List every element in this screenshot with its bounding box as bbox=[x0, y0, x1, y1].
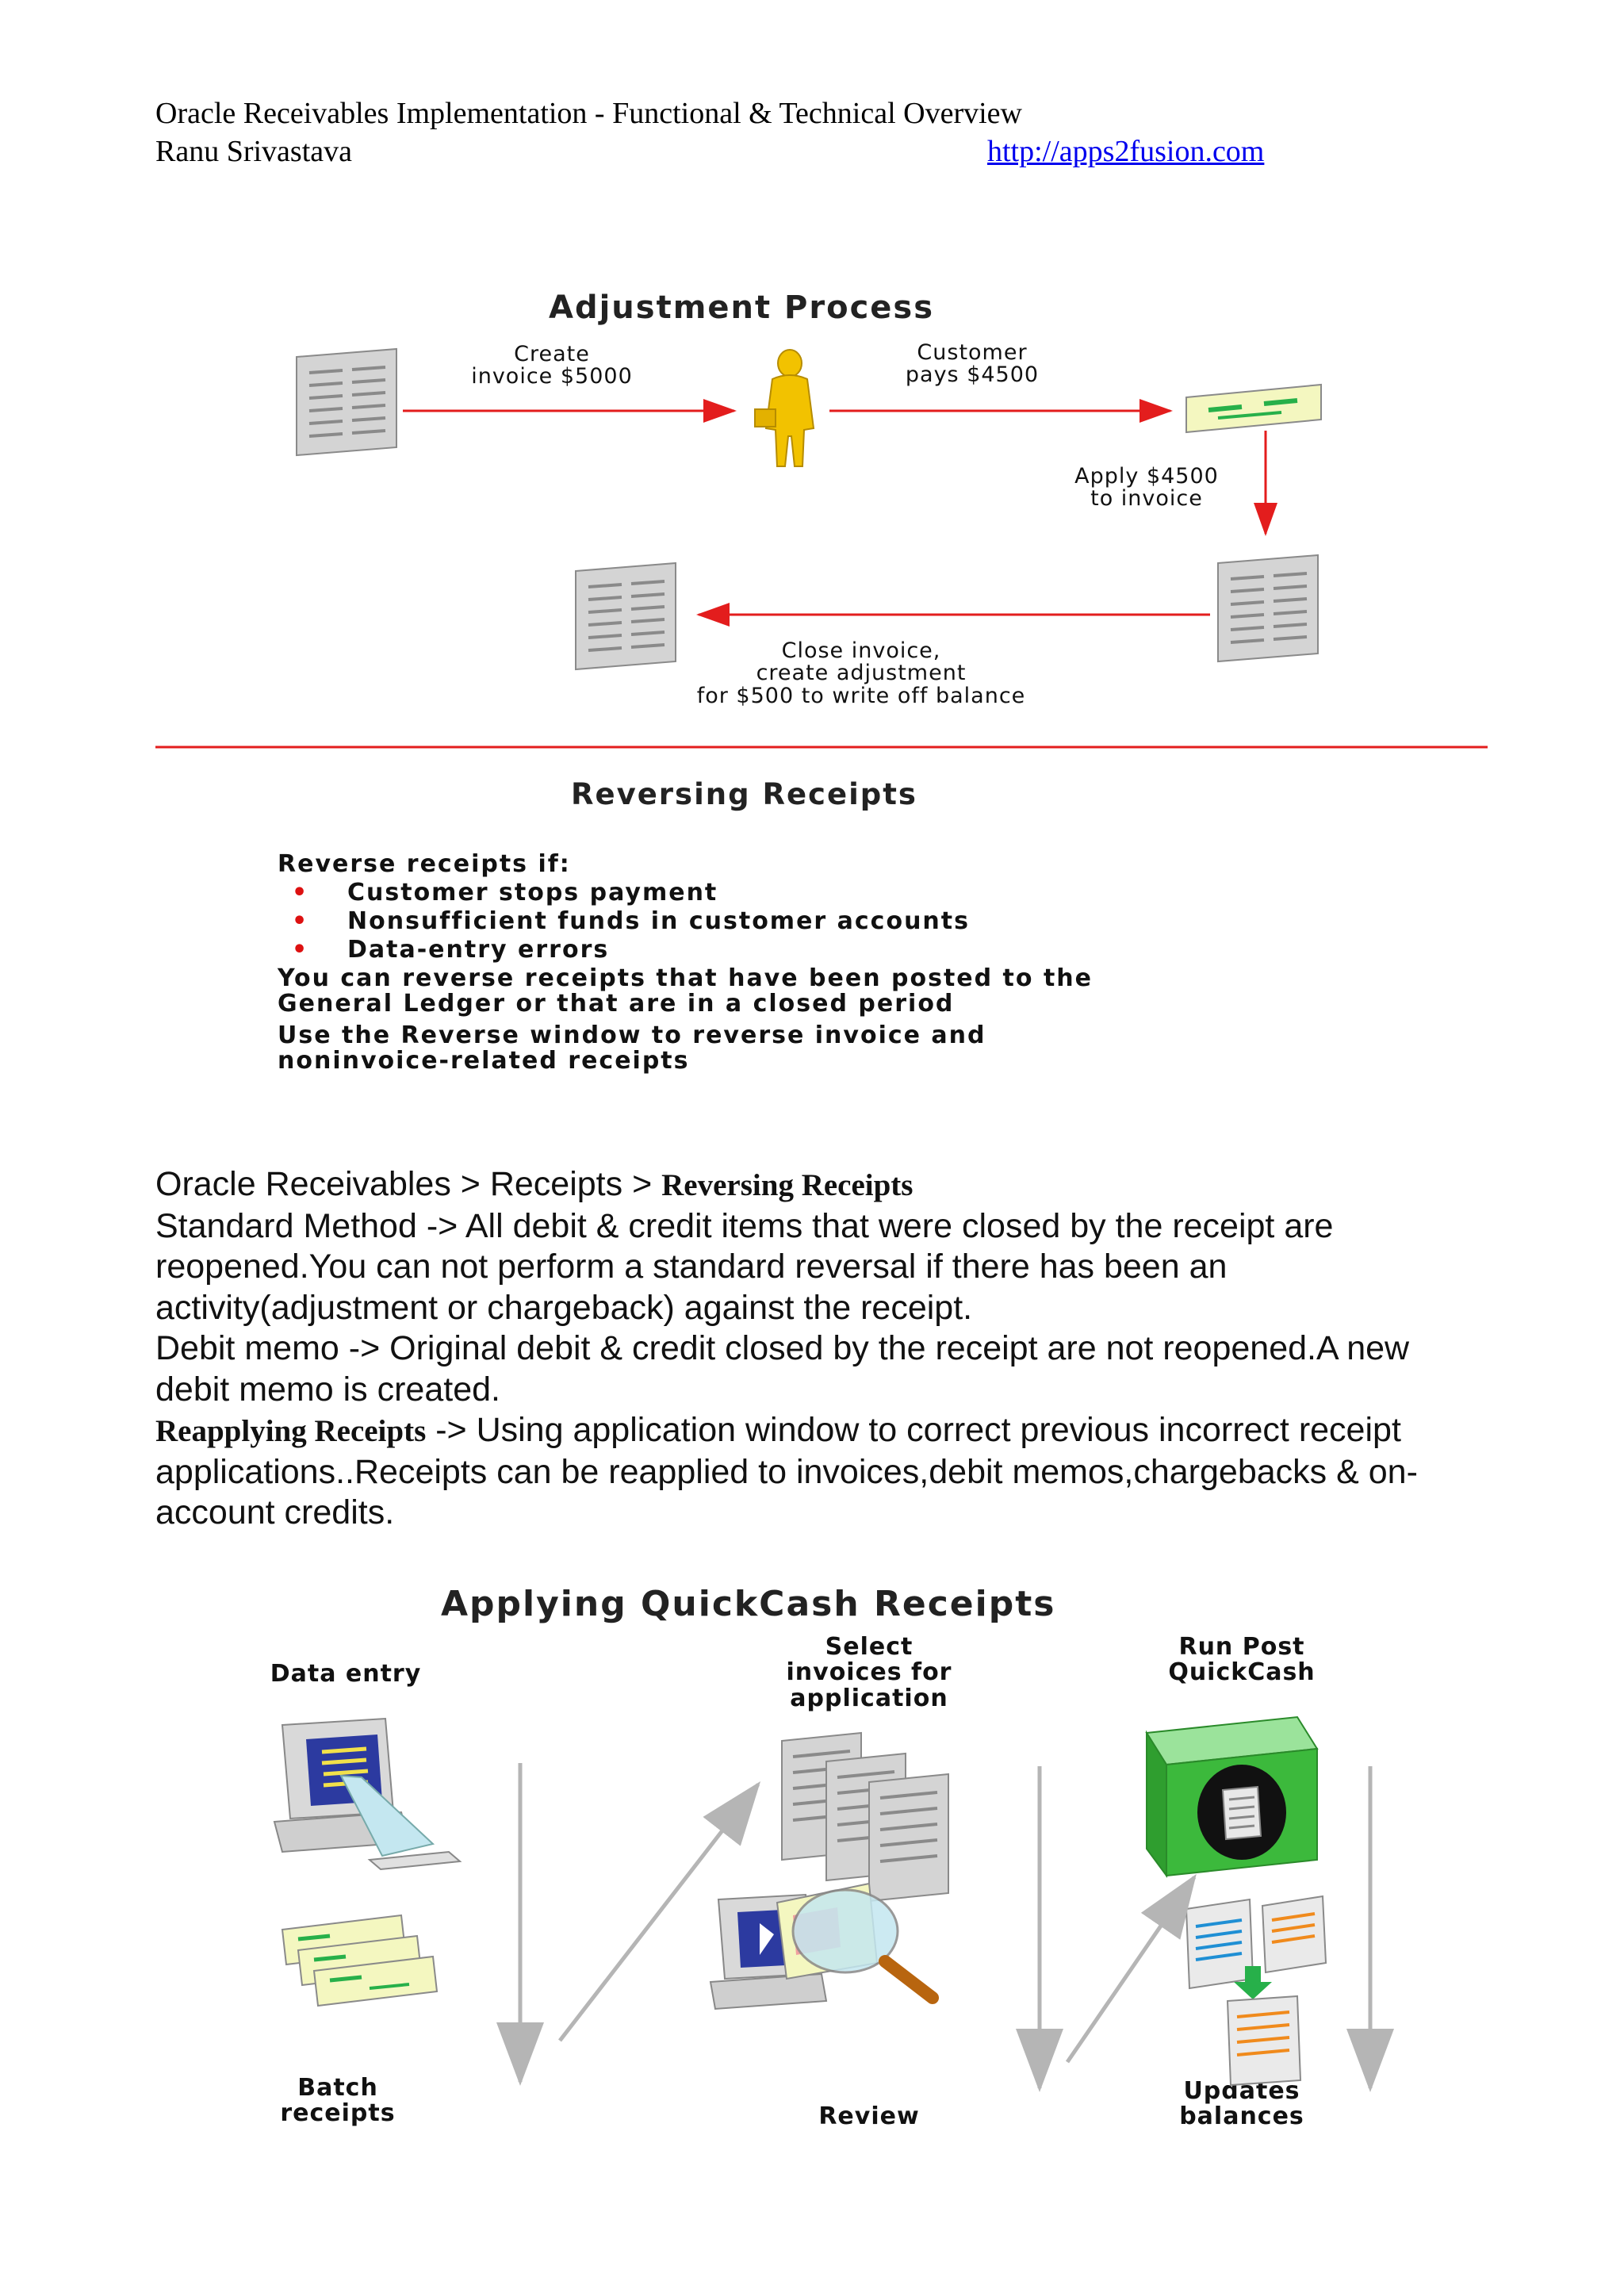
batch-receipts-label: Batch receipts bbox=[280, 2074, 396, 2128]
document-title: Oracle Receivables Implementation - Func… bbox=[155, 97, 1022, 130]
closed-invoice-document-icon bbox=[575, 562, 676, 671]
body-text: Oracle Receivables > Receipts > Reversin… bbox=[155, 1164, 1488, 1534]
flow-arrow-up-1 bbox=[558, 1781, 761, 2042]
review-label: Review bbox=[818, 2102, 920, 2130]
bullet-icon: • bbox=[292, 879, 309, 907]
reverse-bullet-1: •Customer stops payment bbox=[292, 879, 718, 907]
reverse-bullet-3: •Data-entry errors bbox=[292, 936, 610, 964]
debit-memo-paragraph: Debit memo -> Original debit & credit cl… bbox=[155, 1329, 1410, 1409]
quickcash-figure-title: Applying QuickCash Receipts bbox=[441, 1584, 1056, 1624]
close-invoice-label: Close invoice, create adjustment for $50… bbox=[696, 638, 1026, 708]
apply-payment-label: Apply $4500 to invoice bbox=[1074, 464, 1219, 512]
invoices-stack-icon bbox=[781, 1731, 949, 1903]
run-post-quickcash-label: Run Post QuickCash bbox=[1168, 1633, 1316, 1687]
website-link[interactable]: http://apps2fusion.com bbox=[987, 135, 1265, 168]
bullet-icon: • bbox=[292, 936, 309, 964]
applied-invoice-document-icon bbox=[1217, 554, 1319, 663]
invoice-document-icon bbox=[296, 347, 397, 457]
reapplying-paragraph: Reapplying Receipts -> Using application… bbox=[155, 1411, 1418, 1531]
reverse-bullet-2: •Nonsufficient funds in customer account… bbox=[292, 907, 970, 935]
data-entry-label: Data entry bbox=[270, 1660, 422, 1688]
adjustment-process-figure: Adjustment Process Create invoice $5000 … bbox=[155, 242, 1488, 749]
quickcash-figure: Applying QuickCash Receipts Data entry S… bbox=[155, 1558, 1488, 2153]
nav-path-line: Oracle Receivables > Receipts > Reversin… bbox=[155, 1165, 914, 1203]
batch-receipts-icon bbox=[281, 1914, 439, 2007]
adjustment-figure-title: Adjustment Process bbox=[549, 289, 935, 326]
document-author: Ranu Srivastava bbox=[155, 135, 353, 168]
payment-check-icon bbox=[1185, 383, 1322, 434]
customer-person-icon bbox=[754, 349, 815, 467]
reverse-note-1: You can reverse receipts that have been … bbox=[278, 964, 1094, 1018]
bullet-icon: • bbox=[292, 907, 309, 935]
reverse-intro: Reverse receipts if: bbox=[278, 850, 571, 878]
reverse-note-2: Use the Reverse window to reverse invoic… bbox=[278, 1022, 986, 1075]
create-invoice-label: Create invoice $5000 bbox=[471, 342, 633, 389]
select-invoices-label: Select invoices for application bbox=[786, 1633, 952, 1712]
customer-pays-label: Customer pays $4500 bbox=[905, 340, 1040, 388]
reversing-figure-title: Reversing Receipts bbox=[571, 777, 917, 811]
quickcash-diagram bbox=[273, 1715, 1394, 2092]
adjustment-diagram bbox=[155, 347, 1488, 749]
standard-method-paragraph: Standard Method -> All debit & credit it… bbox=[155, 1206, 1334, 1327]
updates-balances-icon bbox=[1185, 1895, 1327, 2087]
flow-arrow-up-2 bbox=[1065, 1873, 1197, 2064]
post-quickcash-box-icon bbox=[1145, 1715, 1319, 1879]
review-computer-icon bbox=[709, 1882, 939, 2010]
reversing-receipts-figure: Reversing Receipts Reverse receipts if: … bbox=[155, 753, 1488, 1118]
data-entry-computer-icon bbox=[273, 1717, 462, 1871]
